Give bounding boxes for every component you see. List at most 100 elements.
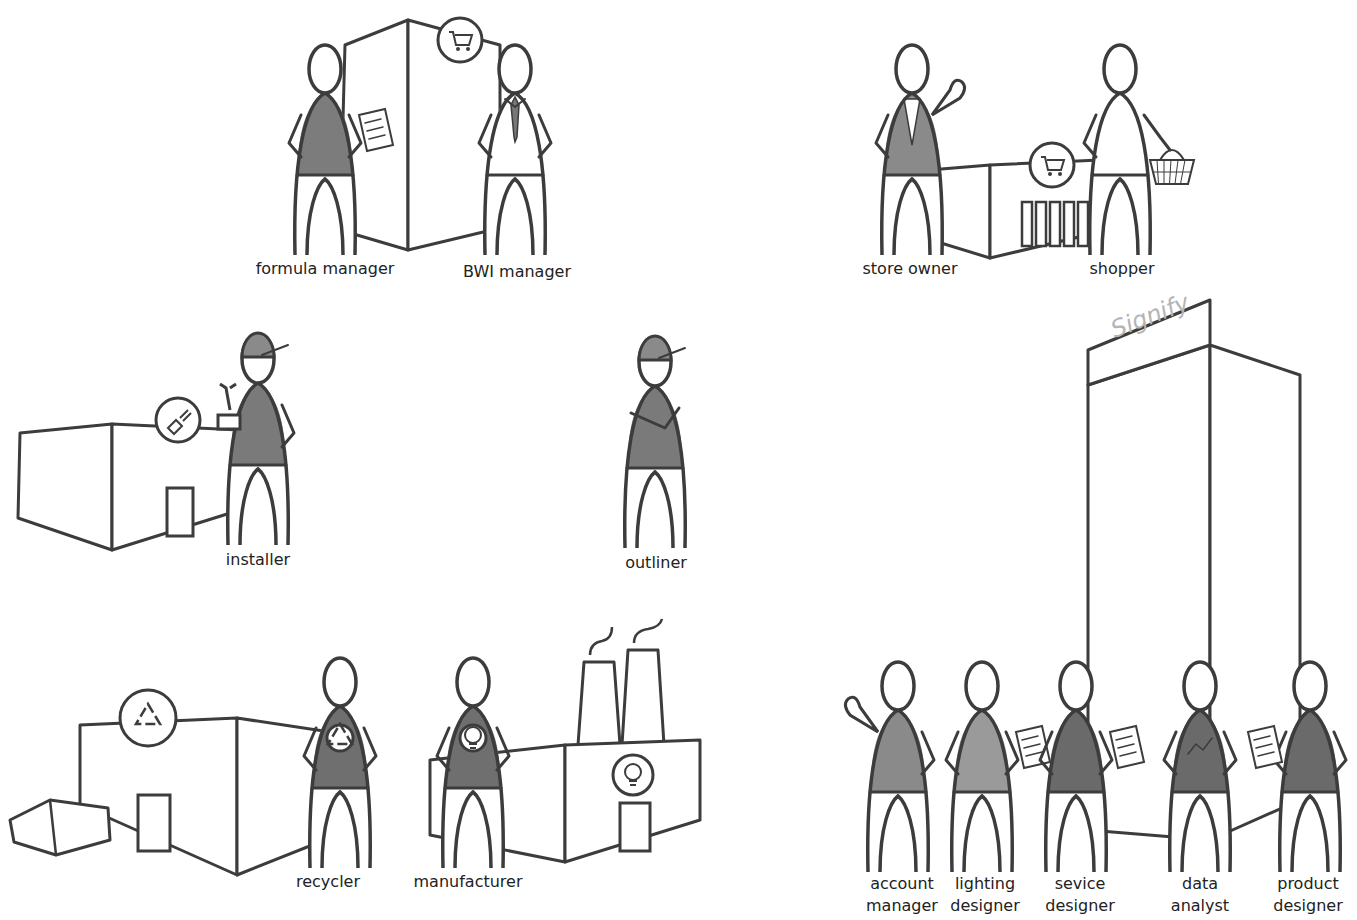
badge-circle	[460, 725, 486, 751]
cart-icon	[1041, 157, 1064, 170]
person-figure	[289, 45, 393, 255]
waving-hand	[845, 697, 878, 732]
body-outline	[228, 383, 289, 545]
badge-circle	[613, 755, 653, 795]
role-label: outliner	[606, 552, 706, 574]
person-figure	[1248, 662, 1346, 872]
person-figure	[876, 45, 965, 255]
body-outline	[443, 706, 504, 868]
arm	[922, 732, 934, 774]
bulb-icon	[625, 764, 641, 780]
paper-sheet	[1110, 726, 1144, 768]
body-fill	[1046, 710, 1107, 872]
person-figure	[625, 336, 686, 548]
arm	[304, 728, 316, 770]
role-label: account manager	[864, 873, 940, 917]
plug-icon	[168, 410, 191, 434]
waist-line	[870, 791, 926, 794]
paper-line	[365, 119, 381, 123]
recycle-badge	[120, 690, 176, 746]
head	[1104, 45, 1136, 93]
cart-wheel	[466, 47, 470, 51]
collar	[505, 99, 525, 107]
recycle-icon	[136, 704, 160, 724]
shirt	[313, 706, 367, 788]
shirt	[955, 710, 1009, 792]
office-building	[340, 18, 500, 250]
body-fill	[952, 710, 1013, 872]
legs-outline	[307, 179, 343, 255]
role-label: formula manager	[245, 258, 405, 280]
arm	[1006, 732, 1018, 774]
legs-outline	[637, 472, 673, 548]
cart-badge	[1030, 143, 1074, 187]
body-fill	[1280, 710, 1341, 872]
head	[1294, 662, 1326, 710]
body-outline	[485, 93, 546, 255]
shirt	[628, 386, 682, 468]
role-label: shopper	[1072, 258, 1172, 280]
shirt	[1049, 710, 1103, 792]
body-outline	[310, 706, 371, 868]
body-fill	[882, 93, 943, 255]
body-fill	[228, 383, 289, 545]
cap	[639, 336, 671, 360]
bulb-badge	[460, 725, 486, 751]
paper-line	[1254, 736, 1270, 740]
signify-tower	[1088, 300, 1300, 840]
paper-line	[1258, 752, 1274, 756]
waist-line	[297, 174, 353, 177]
arm	[1334, 732, 1346, 774]
cart-icon	[449, 32, 472, 45]
body-outline	[1090, 93, 1151, 255]
badge-circle	[156, 398, 200, 442]
waist-line	[1048, 791, 1104, 794]
head	[309, 45, 341, 93]
paper-line	[1024, 744, 1040, 748]
role-label: product designer	[1263, 873, 1353, 917]
head	[457, 658, 489, 706]
shirt	[1093, 93, 1147, 175]
head	[1184, 662, 1216, 710]
body-fill	[485, 93, 546, 255]
person-figure	[1084, 45, 1194, 255]
legs-outline	[1058, 796, 1094, 872]
bulb-base	[469, 744, 477, 748]
paper-sheet	[1248, 726, 1282, 768]
cap-brim	[262, 345, 288, 355]
store-window	[1050, 202, 1060, 246]
body-outline	[882, 93, 943, 255]
arm	[349, 115, 361, 157]
role-label: sevice designer	[1042, 873, 1118, 917]
bulb-icon	[465, 727, 481, 743]
badge-circle	[438, 18, 482, 62]
paper-line	[1118, 744, 1134, 748]
chimney	[622, 650, 664, 745]
legs-outline	[1182, 796, 1218, 872]
body-fill	[310, 706, 371, 868]
chimney	[578, 662, 620, 745]
body-fill	[295, 93, 356, 255]
badge-circle	[120, 690, 176, 746]
paper-line	[1256, 744, 1272, 748]
legs-outline	[1292, 796, 1328, 872]
waist-line	[230, 464, 286, 467]
shirt	[1283, 710, 1337, 792]
legs-outline	[894, 179, 930, 255]
arm	[1040, 732, 1052, 774]
waving-hand	[932, 80, 965, 115]
head	[966, 662, 998, 710]
door	[138, 795, 170, 851]
arm	[1084, 115, 1096, 157]
cap	[242, 333, 274, 357]
wrench	[218, 384, 240, 429]
building-face	[565, 740, 700, 862]
legs-outline	[497, 179, 533, 255]
arm	[364, 728, 376, 770]
arm	[1100, 732, 1112, 774]
store-window	[1064, 202, 1074, 246]
waist-line	[954, 791, 1010, 794]
person-figure	[218, 333, 294, 545]
arm	[479, 115, 491, 157]
